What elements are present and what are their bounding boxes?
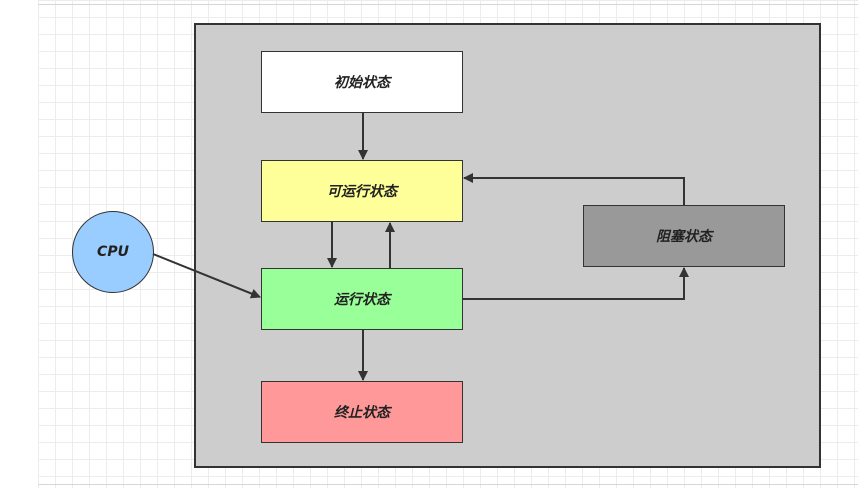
bottom-divider: [38, 484, 858, 485]
arrow-blocked-to-runnable: [463, 173, 685, 205]
top-divider: [38, 4, 858, 5]
state-initial: 初始状态: [261, 51, 463, 113]
cpu-node: CPU: [72, 211, 154, 293]
state-running-label: 运行状态: [334, 292, 390, 308]
state-blocked: 阻塞状态: [583, 205, 785, 267]
state-terminated: 终止状态: [261, 381, 463, 443]
state-runnable: 可运行状态: [261, 160, 463, 222]
arrow-running-to-blocked: [463, 267, 689, 300]
state-terminated-label: 终止状态: [334, 405, 390, 421]
state-runnable-label: 可运行状态: [327, 184, 397, 200]
arrow-cpu-to-running: [152, 253, 261, 299]
cpu-label: CPU: [97, 244, 129, 260]
state-blocked-label: 阻塞状态: [656, 229, 712, 245]
state-running: 运行状态: [261, 268, 463, 330]
state-initial-label: 初始状态: [334, 75, 390, 91]
